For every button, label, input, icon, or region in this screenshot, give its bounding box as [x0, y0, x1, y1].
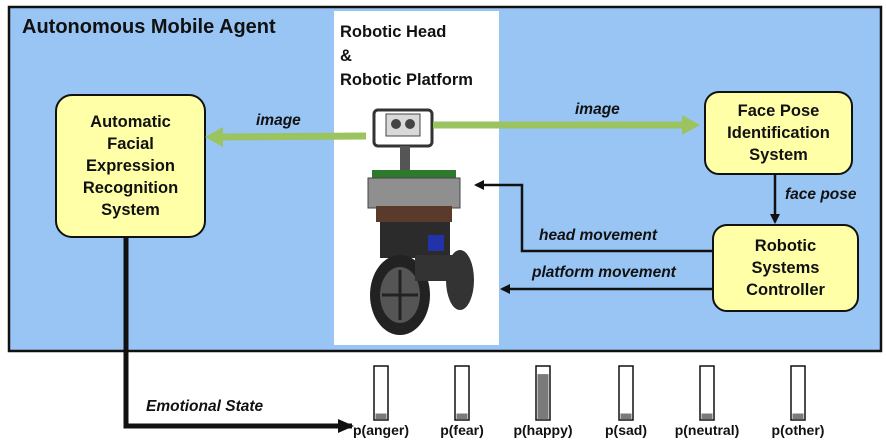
fpis-line-2: Identification — [727, 124, 830, 142]
fpis-line-3: System — [749, 146, 808, 164]
fpis-line-1: Face Pose — [737, 102, 820, 120]
afer-line-4: Recognition — [82, 179, 179, 197]
emotion-bar-fill-anger — [375, 413, 387, 419]
robot-caption: Robotic Head & Robotic Platform — [340, 20, 473, 92]
emotion-bar-anger — [373, 365, 389, 421]
afer-line-5: System — [101, 201, 160, 219]
image-arrow-left — [221, 132, 367, 141]
head-movement-label: head movement — [539, 227, 658, 244]
rsc-box-label: Robotic Systems Controller — [713, 225, 858, 311]
image-arrowhead-right — [682, 115, 700, 135]
image-label-left: image — [256, 112, 301, 129]
emotion-label-neutral: p(neutral) — [674, 422, 740, 438]
emotional-state-arrow — [123, 237, 354, 433]
emotion-label-sad: p(sad) — [605, 422, 647, 438]
afer-box-label: Automatic Facial Expression Recognition … — [56, 95, 205, 237]
image-label-right: image — [575, 101, 620, 118]
afer-line-3: Expression — [86, 157, 175, 175]
emotion-bar-fill-neutral — [701, 413, 713, 419]
emotion-bar-fill-other — [792, 413, 804, 419]
robot-caption-line-1: Robotic Head — [340, 23, 447, 41]
head-movement-arrow — [474, 180, 713, 253]
platform-movement-label: platform movement — [532, 264, 676, 281]
emotion-bar-fill-happy — [537, 374, 549, 419]
emotion-bar-fear — [454, 365, 470, 421]
emotional-state-label: Emotional State — [146, 398, 264, 415]
robot-caption-line-3: Robotic Platform — [340, 71, 473, 89]
afer-line-2: Facial — [107, 135, 154, 153]
emotion-bar-fill-sad — [620, 413, 632, 419]
rsc-line-3: Controller — [746, 281, 825, 299]
emotion-label-fear: p(fear) — [440, 422, 484, 438]
afer-box — [55, 94, 206, 238]
robot-caption-line-2: & — [340, 47, 352, 65]
robot-illustration — [367, 108, 474, 335]
emotion-bar-sad — [618, 365, 634, 421]
emotion-label-happy: p(happy) — [513, 422, 573, 438]
emotion-bar-neutral — [699, 365, 715, 421]
robotic-platform — [367, 170, 474, 335]
emotion-bar-fill-fear — [456, 413, 468, 419]
emotion-bars — [373, 365, 806, 421]
agent-title: Autonomous Mobile Agent — [22, 16, 276, 38]
robotic-head — [372, 108, 434, 172]
afer-line-1: Automatic — [90, 113, 171, 131]
rsc-line-1: Robotic — [754, 237, 817, 255]
fpis-box — [704, 91, 853, 175]
rsc-line-2: Systems — [751, 259, 820, 277]
face-pose-label: face pose — [785, 186, 857, 203]
rsc-box — [712, 224, 859, 312]
image-arrowhead-left — [205, 127, 223, 147]
fpis-box-label: Face Pose Identification System — [705, 92, 852, 174]
emotion-bar-other — [790, 365, 806, 421]
emotion-label-other: p(other) — [771, 422, 825, 438]
emotion-label-anger: p(anger) — [353, 422, 409, 438]
